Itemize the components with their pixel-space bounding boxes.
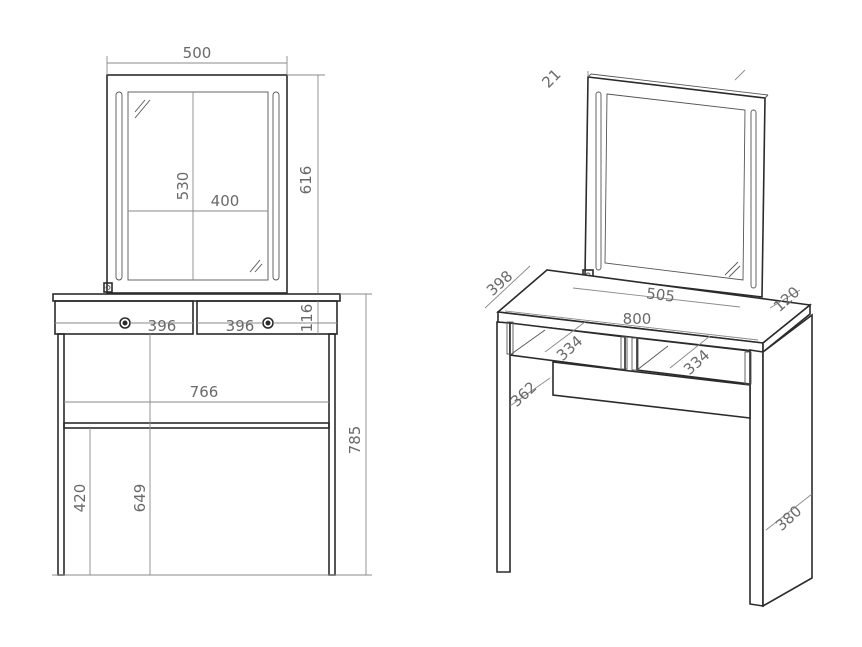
dim-depth: 398 (483, 267, 516, 300)
perspective-dimensions (484, 69, 813, 531)
mirror-perspective (573, 73, 769, 313)
mirror-front (103, 74, 288, 294)
dim-mirror-height: 616 (297, 166, 315, 195)
perspective-view: 21 398 505 120 800 334 334 362 380 (483, 65, 813, 608)
dim-drawer-height: 116 (298, 304, 316, 333)
dim-mirror-thickness: 21 (538, 65, 564, 91)
dim-mirror-base-width: 505 (645, 284, 676, 305)
dim-mirror-width: 500 (183, 44, 212, 62)
table-perspective (496, 269, 813, 608)
dim-total-height: 785 (346, 426, 364, 455)
dim-knee-depth: 362 (507, 378, 540, 411)
dim-drawer-right-width: 396 (226, 317, 255, 335)
dim-glass-height: 530 (174, 172, 192, 201)
table-front (52, 293, 341, 576)
front-dimensions (52, 56, 372, 576)
dim-glass-width: 400 (211, 192, 240, 210)
dim-inner-width: 766 (190, 383, 219, 401)
dim-width: 800 (623, 310, 652, 328)
front-view: 500 616 530 400 396 396 116 766 785 420 … (52, 44, 372, 576)
dim-rail-height: 420 (71, 484, 89, 513)
dim-drawer-left-width: 396 (148, 317, 177, 335)
dim-leg-clearance: 649 (131, 484, 149, 513)
